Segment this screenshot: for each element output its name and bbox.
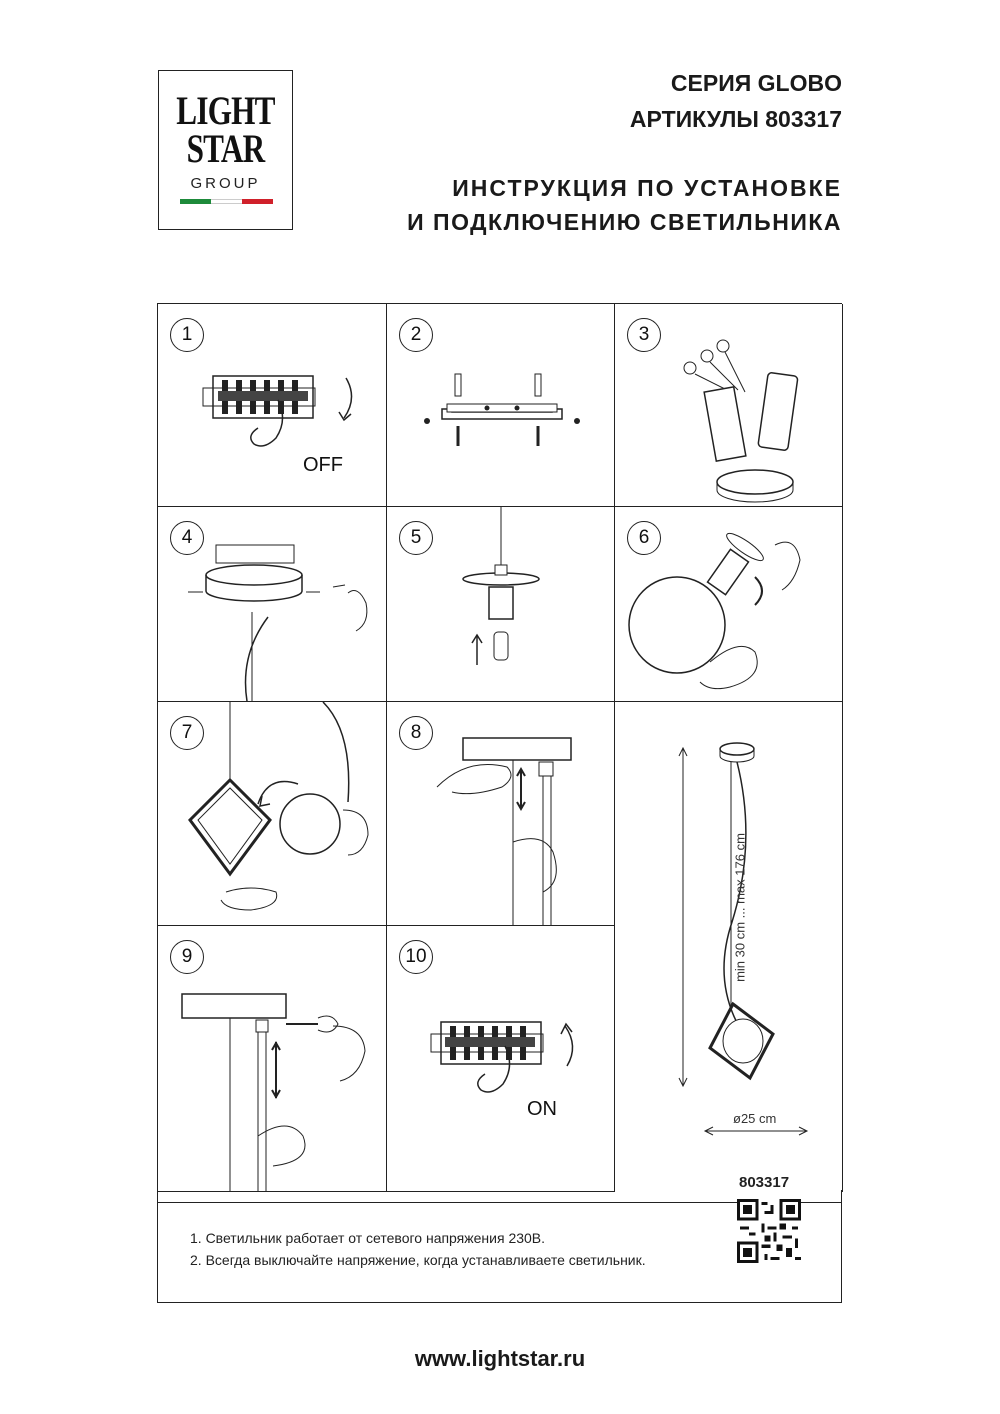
step-1-panel: 1 OFF (158, 304, 387, 507)
note-2: 2. Всегда выключайте напряжение, когда у… (190, 1252, 646, 1268)
height-dimension-label: min 30 cm ... max 176 cm (732, 833, 748, 982)
off-label: OFF (303, 454, 343, 476)
logo-text-group: GROUP (190, 175, 261, 192)
instruction-grid: 1 OFF 2 3 (157, 303, 843, 1203)
step-number: 8 (399, 716, 433, 750)
step-number: 5 (399, 521, 433, 555)
step-number: 3 (627, 318, 661, 352)
step-9-panel: 9 (158, 926, 387, 1192)
step-number: 4 (170, 521, 204, 555)
breaker-on-icon (430, 1021, 574, 1093)
step-2-panel: 2 (387, 304, 615, 507)
on-label: ON (527, 1098, 557, 1120)
italian-flag-stripe (180, 199, 273, 204)
step-3-panel: 3 (615, 304, 843, 507)
globe-attach-icon (628, 532, 801, 690)
frame-insert-icon (188, 702, 369, 911)
logo-text-star: STAR (186, 126, 266, 171)
fixture-dimension-panel (615, 702, 843, 1192)
bulb-insert-icon (462, 507, 540, 665)
step-6-panel: 6 (615, 507, 843, 702)
pendant-dimension-icon (678, 742, 809, 1136)
diameter-dimension-label: ø25 cm (733, 1111, 777, 1126)
wiring-terminal-icon (683, 339, 799, 503)
height-adjust-icon (436, 737, 572, 926)
website-url[interactable]: www.lightstar.ru (414, 1346, 586, 1371)
series-title: СЕРИЯ GLOBO (670, 70, 842, 96)
step-7-panel: 7 (158, 702, 387, 926)
step-4-panel: 4 (158, 507, 387, 702)
instruction-title-line1: ИНСТРУКЦИЯ ПО УСТАНОВКЕ (452, 175, 842, 201)
instruction-title-line2: И ПОДКЛЮЧЕНИЮ СВЕТИЛЬНИКА (407, 209, 842, 235)
step-10-panel: 10 ON (387, 926, 615, 1192)
breaker-off-icon (202, 375, 353, 447)
step-8-panel: 8 (387, 702, 615, 926)
step-number: 7 (170, 716, 204, 750)
step-number: 1 (170, 318, 204, 352)
step-5-panel: 5 (387, 507, 615, 702)
product-code: 803317 (739, 1174, 790, 1191)
logo-text-light: LIGHT (176, 88, 275, 133)
mounting-bracket-icon (424, 373, 580, 446)
step-number: 10 (399, 940, 433, 974)
cable-fix-icon (181, 993, 366, 1192)
step-number: 6 (627, 521, 661, 555)
step-number: 2 (399, 318, 433, 352)
brand-logo: LIGHT STAR GROUP (158, 70, 293, 230)
qr-code-icon (737, 1199, 801, 1263)
canopy-mount-icon (188, 544, 368, 702)
step-number: 9 (170, 940, 204, 974)
note-1: 1. Светильник работает от сетевого напря… (190, 1230, 546, 1246)
notes-section: 1. Светильник работает от сетевого напря… (157, 1190, 842, 1303)
article-number: АРТИКУЛЫ 803317 (629, 106, 842, 132)
